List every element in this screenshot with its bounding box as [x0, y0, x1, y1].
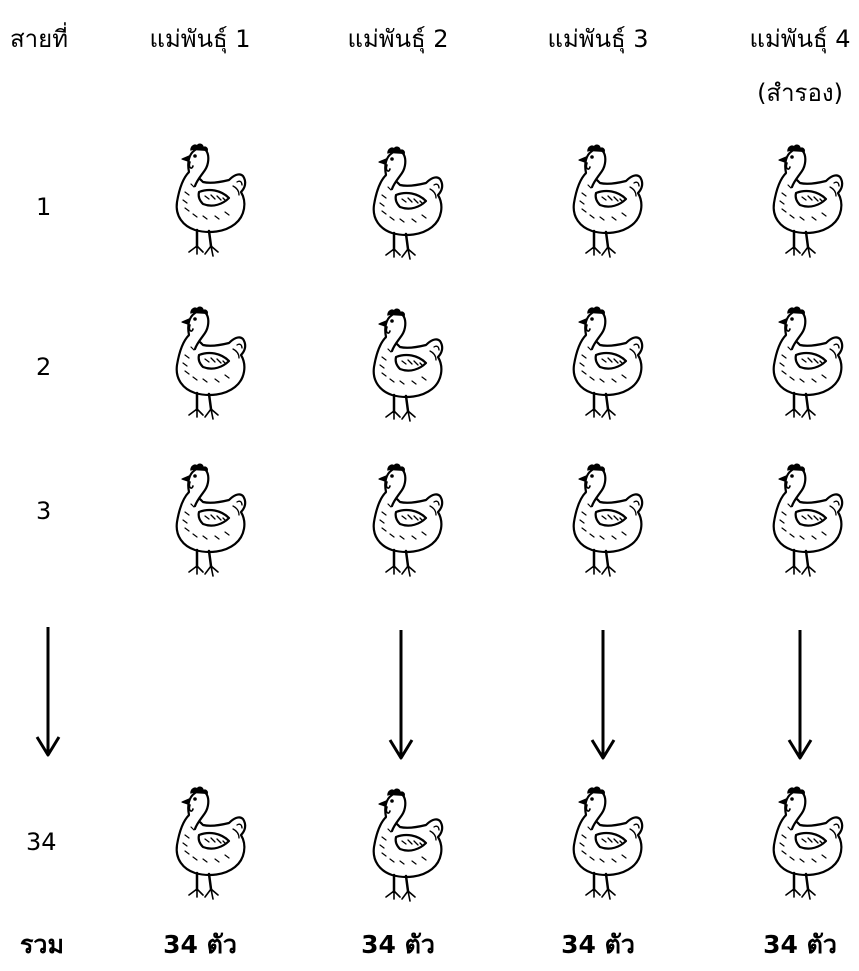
row-label-1: 1	[36, 193, 52, 221]
arrow-down-icon	[35, 627, 61, 757]
row-header-label: สายที่	[10, 25, 69, 53]
total-value-3: 34 ตัว	[561, 930, 635, 959]
hen-icon	[372, 788, 444, 903]
hen-icon	[772, 463, 844, 578]
total-value-2: 34 ตัว	[361, 930, 435, 959]
hen-icon	[372, 308, 444, 423]
hen-icon	[772, 786, 844, 901]
arrow-down-icon	[787, 630, 813, 760]
row-label-3: 3	[36, 497, 52, 525]
row-label-4: 34	[26, 828, 57, 856]
hen-icon	[772, 144, 844, 259]
hen-icon	[572, 463, 644, 578]
hen-icon	[572, 144, 644, 259]
arrow-down-icon	[590, 630, 616, 760]
column-header-1: แม่พันธุ์ 1	[149, 25, 251, 53]
hen-icon	[175, 786, 247, 901]
column-header-4-note: (สำรอง)	[757, 79, 843, 107]
hen-icon	[175, 143, 247, 258]
column-header-3: แม่พันธุ์ 3	[547, 25, 649, 53]
hen-icon	[175, 463, 247, 578]
column-header-2: แม่พันธุ์ 2	[347, 25, 449, 53]
total-label: รวม	[20, 930, 64, 959]
total-value-4: 34 ตัว	[763, 930, 837, 959]
hen-icon	[175, 306, 247, 421]
total-value-1: 34 ตัว	[163, 930, 237, 959]
row-label-2: 2	[36, 353, 52, 381]
column-header-4: แม่พันธุ์ 4	[749, 25, 851, 53]
arrow-down-icon	[388, 630, 414, 760]
hen-icon	[372, 146, 444, 261]
hen-icon	[572, 786, 644, 901]
hen-icon	[372, 463, 444, 578]
hen-icon	[772, 306, 844, 421]
hen-icon	[572, 306, 644, 421]
